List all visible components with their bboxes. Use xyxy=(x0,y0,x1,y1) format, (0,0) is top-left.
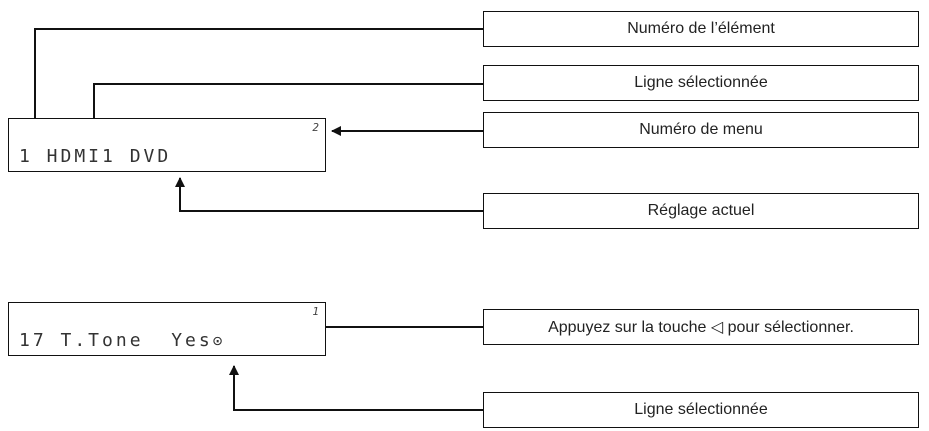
display-content-bottom: 17 T.Tone Yes⊙ xyxy=(19,330,222,351)
circle-symbol-icon: ⊙ xyxy=(212,331,223,350)
current-setting-arrow xyxy=(175,177,483,212)
display-content-top: 1 HDMI1 DVD xyxy=(19,146,172,167)
label-selected-line-top: Ligne sélectionnée xyxy=(483,65,919,101)
label-menu-number: Numéro de menu xyxy=(483,112,919,148)
lcd-display-top: 1 HDMI1 DVD 2 xyxy=(8,118,326,172)
selected-line-arrow-2 xyxy=(229,365,483,411)
lcd-display-bottom: 17 T.Tone Yes⊙ 1 xyxy=(8,302,326,356)
label-selected-line-bottom: Ligne sélectionnée xyxy=(483,392,919,428)
display-menu-number-top: 2 xyxy=(312,121,319,134)
display-text-bottom: 17 T.Tone Yes xyxy=(19,330,213,351)
label-item-number: Numéro de l’élément xyxy=(483,11,919,47)
label-press-key: Appuyez sur la touche ◁ pour sélectionne… xyxy=(483,309,919,345)
label-current-setting: Réglage actuel xyxy=(483,193,919,229)
display-menu-number-bottom: 1 xyxy=(312,305,319,318)
